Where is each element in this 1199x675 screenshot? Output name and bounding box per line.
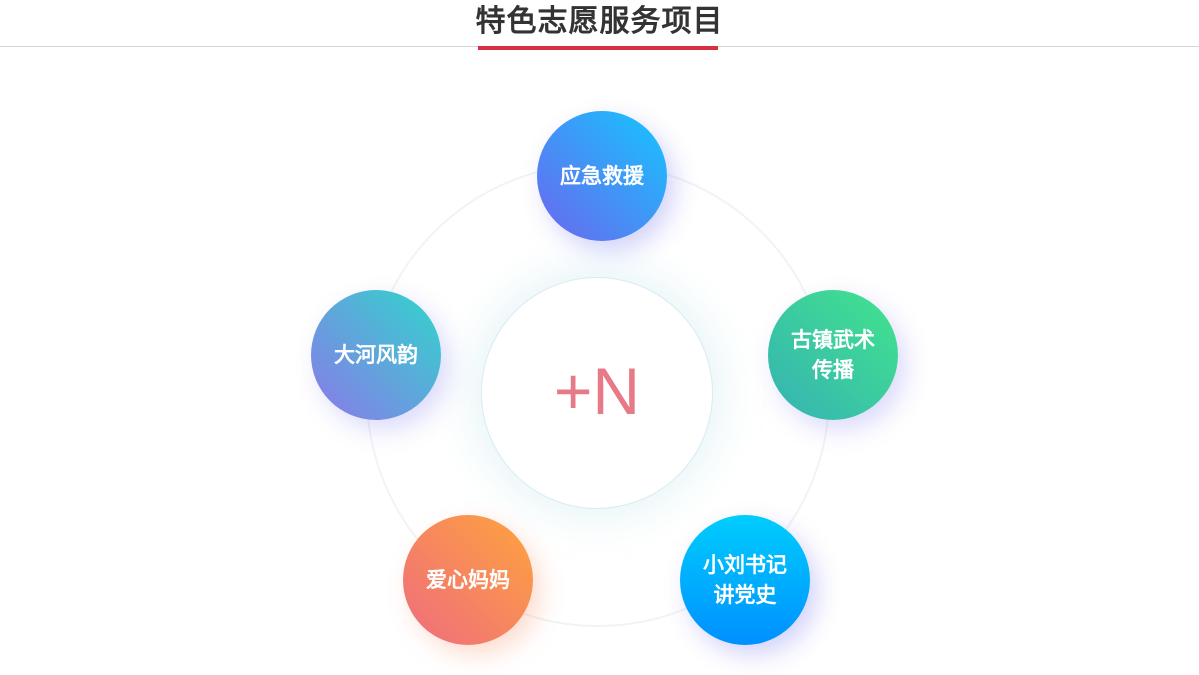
project-label: 爱心妈妈 <box>426 568 510 592</box>
project-party-history[interactable]: 小刘书记讲党史 <box>680 515 810 645</box>
project-label: 大河风韵 <box>334 343 418 367</box>
project-caring-mothers[interactable]: 爱心妈妈 <box>403 515 533 645</box>
center-label: +N <box>553 354 641 428</box>
project-label: 小刘书记讲党史 <box>703 553 787 607</box>
project-emergency-rescue[interactable]: 应急救援 <box>537 111 667 241</box>
project-martial-arts[interactable]: 古镇武术传播 <box>768 290 898 420</box>
project-river-charm[interactable]: 大河风韵 <box>311 290 441 420</box>
project-label: 应急救援 <box>560 164 644 188</box>
center-circle: +N <box>481 277 713 509</box>
project-label: 古镇武术传播 <box>791 328 875 382</box>
title-underline <box>478 46 718 50</box>
section-title: 特色志愿服务项目 <box>475 4 724 39</box>
